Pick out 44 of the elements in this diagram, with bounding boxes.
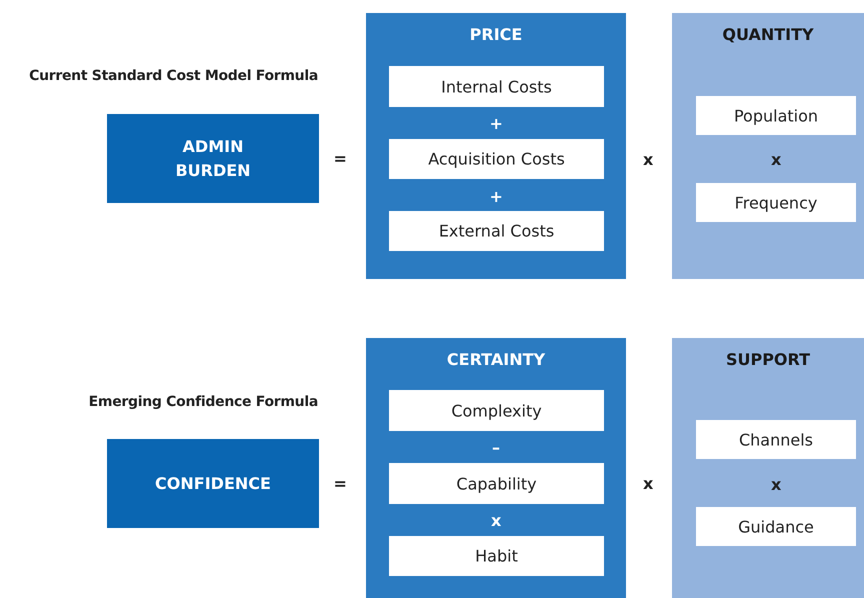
term-box — [696, 507, 856, 546]
operator-sign: + — [490, 114, 503, 132]
term-label: Habit — [474, 546, 519, 566]
term-box — [696, 420, 856, 459]
operator-sign: = — [334, 148, 347, 168]
term-label: Complexity — [450, 401, 543, 420]
panel-heading: SUPPORT — [724, 350, 812, 369]
term-label: Population — [732, 106, 820, 125]
operator-sign: x — [771, 150, 782, 168]
operator-sign: x — [643, 474, 654, 492]
result-box — [107, 439, 319, 528]
group-panel — [672, 13, 864, 279]
group-panel — [366, 338, 626, 598]
term-box — [389, 463, 604, 504]
operator-sign: x — [771, 474, 782, 494]
result-label: CONFIDENCE — [154, 472, 272, 494]
panel-heading: QUANTITY — [721, 25, 815, 44]
term-box — [389, 536, 604, 576]
panel-heading: CERTAINTY — [446, 350, 546, 369]
operator-sign: = — [334, 474, 347, 492]
term-box — [389, 139, 604, 179]
term-label: Channels — [738, 430, 814, 449]
term-label: External Costs — [438, 222, 556, 240]
term-box — [389, 211, 604, 251]
term-label: Guidance — [737, 517, 815, 536]
term-box — [389, 66, 604, 107]
term-label: Frequency — [734, 193, 818, 212]
term-label: Capability — [455, 474, 538, 493]
term-box — [389, 390, 604, 431]
term-box — [696, 183, 856, 222]
formula-title: Emerging Confidence Formula — [88, 394, 318, 410]
formula-title: Current Standard Cost Model Formula — [29, 68, 318, 84]
panel-heading: PRICE — [468, 25, 524, 44]
operator-sign: + — [490, 186, 503, 206]
operator-sign: x — [643, 150, 654, 168]
group-panel — [366, 13, 626, 279]
operator-sign: x — [491, 510, 502, 530]
result-box — [107, 114, 319, 203]
term-label: Internal Costs — [440, 77, 553, 96]
group-panel — [672, 338, 864, 598]
result-label: ADMIN BURDEN — [174, 136, 252, 182]
term-label: Acquisition Costs — [427, 150, 566, 168]
term-box — [696, 96, 856, 135]
operator-sign: – — [492, 438, 500, 456]
